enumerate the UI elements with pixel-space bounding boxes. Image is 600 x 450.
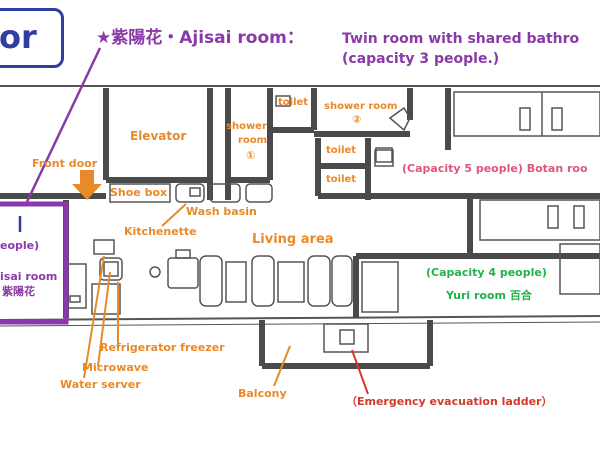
room-subtitle: Twin room with shared bathro	[342, 31, 580, 47]
shower-room-2-label: shower room	[324, 101, 398, 112]
living-furniture	[149, 249, 353, 307]
living-area-label: Living area	[252, 232, 334, 247]
toilet-label-1: toilet	[278, 97, 309, 108]
microwave-label: Microwave	[82, 361, 149, 374]
ajisai-room-name: isai room	[0, 270, 58, 283]
toilet-label-3: toilet	[326, 174, 357, 185]
shower-room-2-number: ②	[352, 113, 362, 126]
botan-room-label: (Capacity 5 people) Botan roo	[402, 162, 588, 175]
front-door-arrow	[72, 170, 102, 200]
shoe-box-label: Shoe box	[110, 186, 168, 199]
room-capacity: (capacity 3 people.)	[342, 51, 500, 67]
toilet-label-2: toilet	[326, 145, 357, 156]
refrigerator-label: Refrigerator freezer	[100, 341, 225, 354]
kitchenette-label: Kitchenette	[124, 225, 197, 238]
room-title: ★紫陽花・Ajisai room：	[96, 28, 304, 48]
building-walls	[0, 85, 600, 327]
kitchenette-fixtures	[65, 239, 123, 315]
yuri-room-capacity: (Capacity 4 people)	[426, 266, 547, 279]
front-door-label: Front door	[32, 157, 98, 170]
toilet-fixtures	[275, 95, 411, 163]
wash-basin-label: Wash basin	[186, 205, 257, 218]
shower-room-1-label-top: shower	[226, 121, 267, 132]
ajisai-room-capacity: eople)	[0, 239, 40, 252]
elevator-label: Elevator	[130, 129, 187, 143]
water-server-label: Water server	[60, 378, 141, 391]
floor-badge: or	[0, 8, 64, 68]
shower-room-1-number: ①	[246, 149, 256, 162]
floor-badge-text: or	[0, 18, 37, 56]
balcony-label: Balcony	[238, 387, 287, 400]
ajisai-highlight	[0, 47, 102, 325]
wash-basin-fixtures	[109, 183, 273, 203]
botan-room-beds	[374, 91, 600, 241]
evacuation-ladder-box	[323, 323, 369, 353]
yuri-room-beds	[361, 243, 600, 313]
callout-lines	[83, 203, 291, 387]
evacuation-ladder-label: （Emergency evacuation ladder）	[346, 395, 553, 408]
ajisai-room-kanji: 紫陽花	[2, 285, 35, 298]
ladder-callout	[351, 349, 369, 395]
yuri-room-name: Yuri room 百合	[446, 289, 532, 302]
shower-room-1-label-bottom: room	[238, 135, 268, 146]
